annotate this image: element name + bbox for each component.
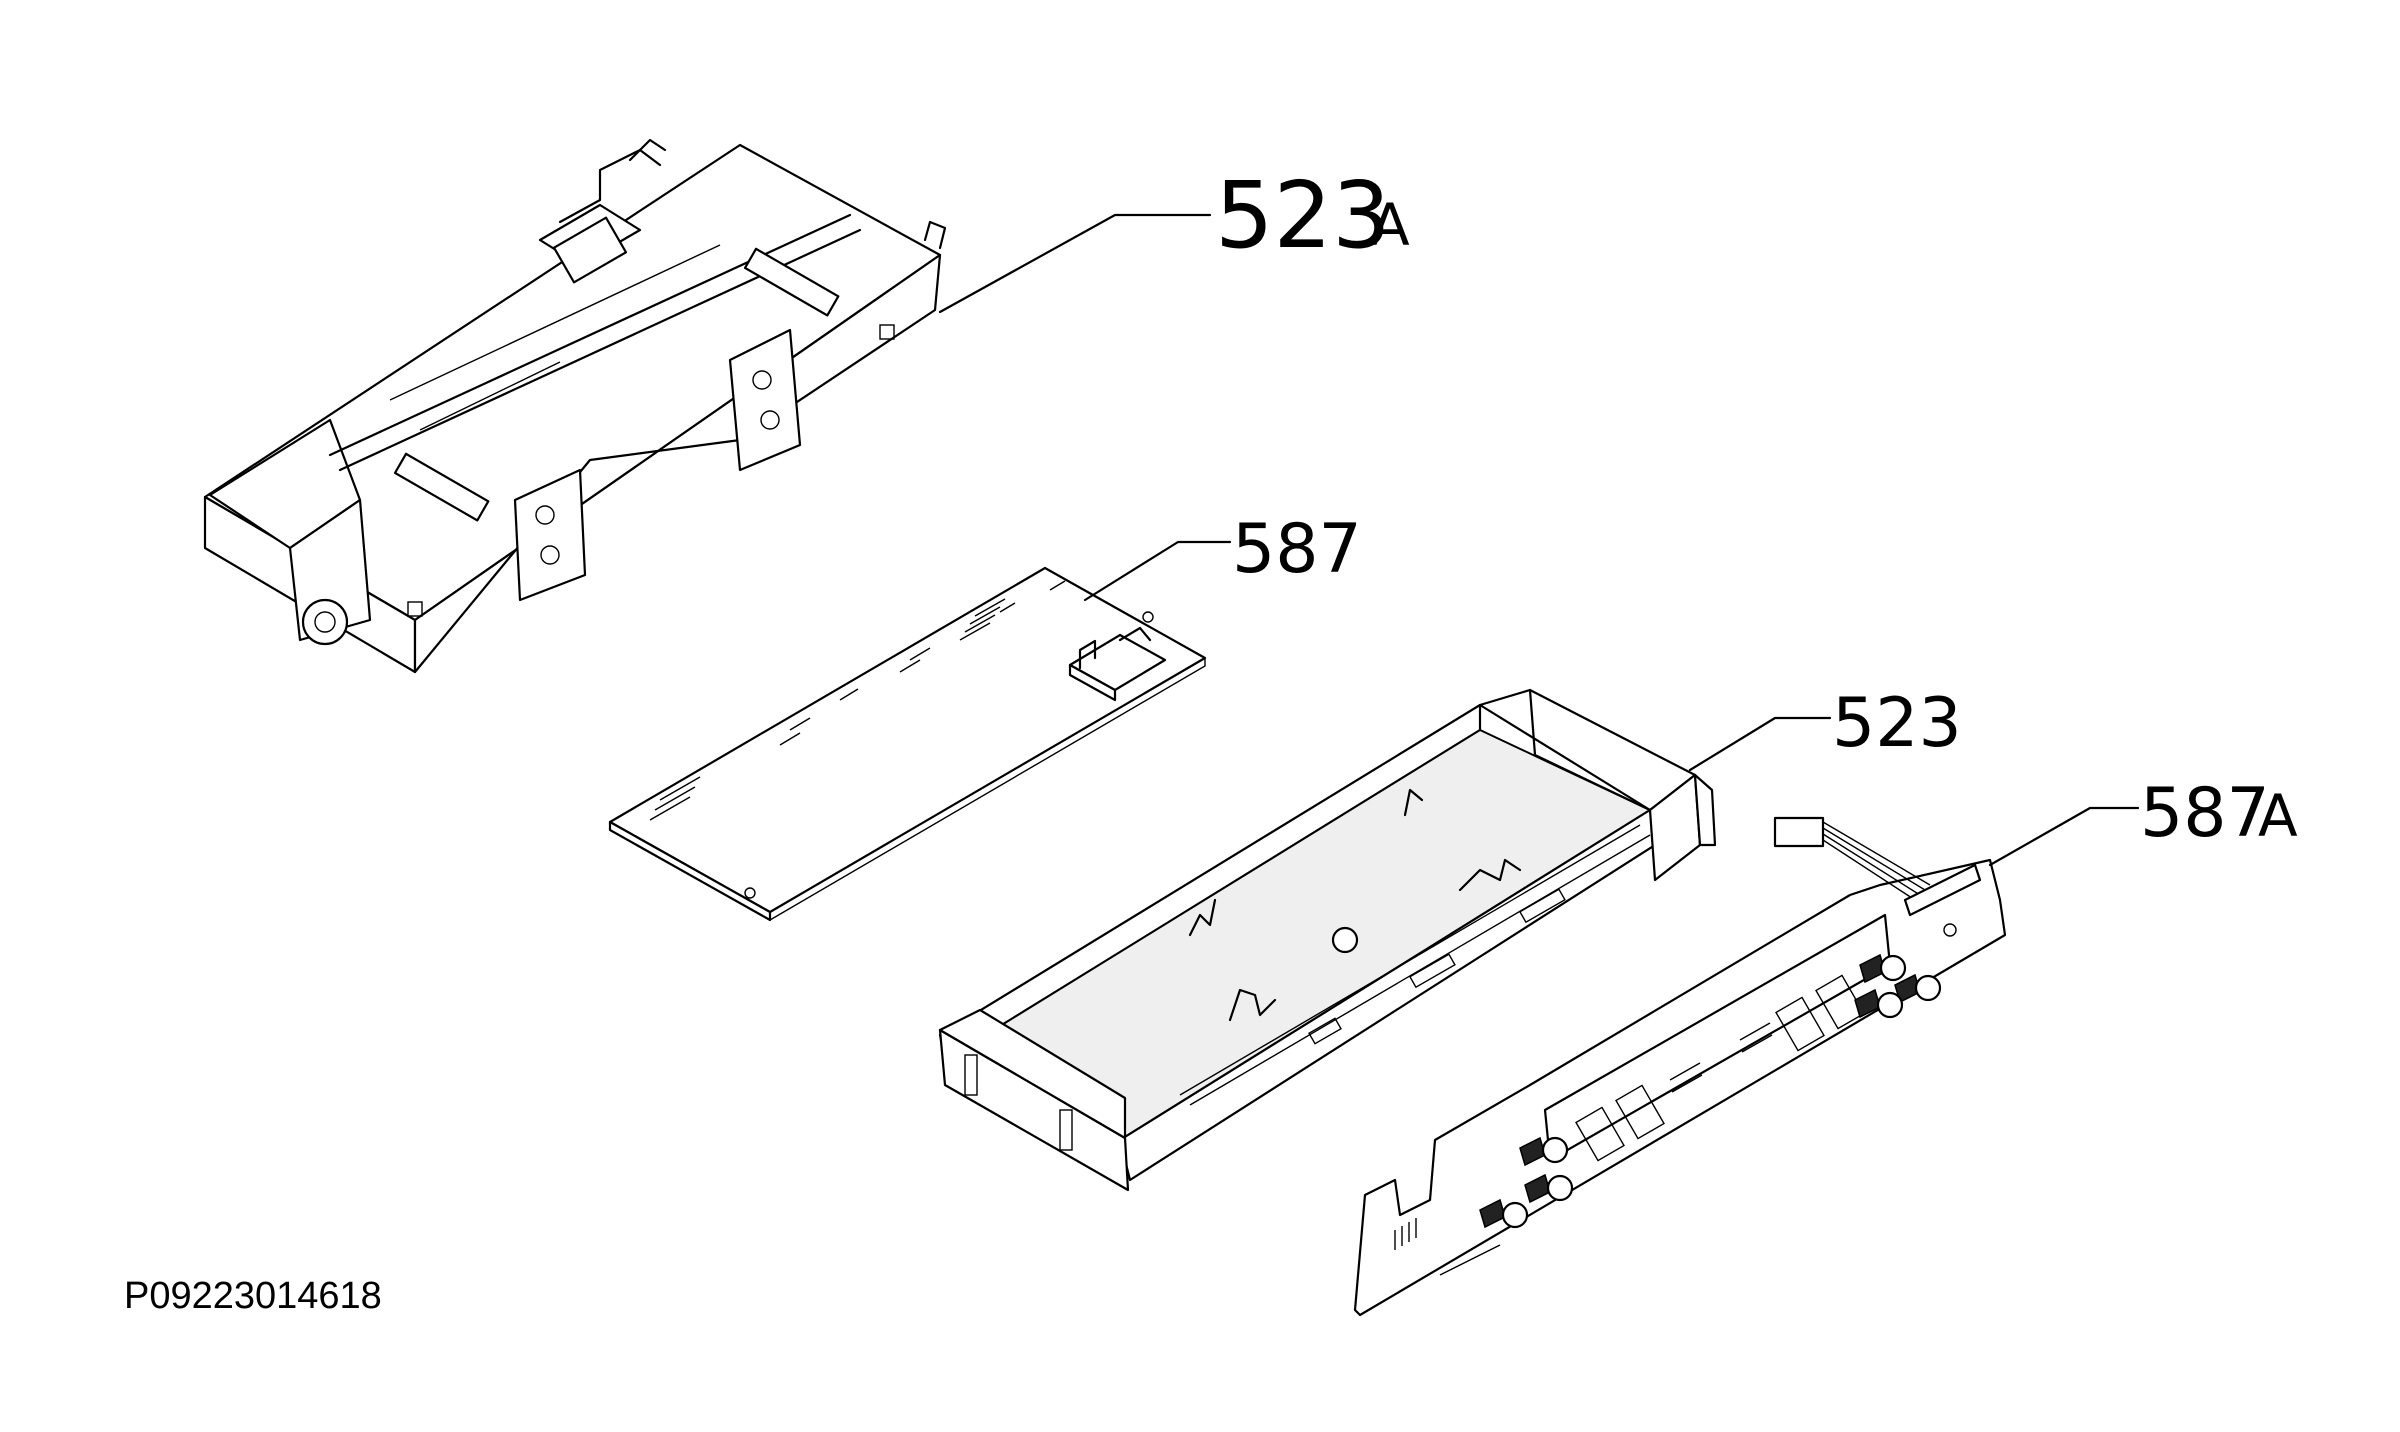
screws-right xyxy=(1854,953,1942,1019)
leader-587a xyxy=(1988,806,2140,867)
leader-587 xyxy=(1083,540,1232,602)
part-587a-display-board xyxy=(1353,816,2007,1317)
callout-587a-number: 587 xyxy=(2140,774,2270,853)
callout-523a-suffix: A xyxy=(1370,191,1410,259)
callout-587-number: 587 xyxy=(1232,510,1362,589)
leader-523 xyxy=(1688,716,1832,772)
leader-523a xyxy=(938,213,1212,314)
part-523-tray xyxy=(938,688,1717,1192)
screws-left xyxy=(1479,1136,1574,1229)
drawing-code: P09223014618 xyxy=(124,1275,382,1317)
part-587-pcb xyxy=(608,566,1207,922)
callout-523a-number: 523 xyxy=(1215,162,1391,269)
callout-523-number: 523 xyxy=(1832,684,1962,763)
part-523a-housing xyxy=(203,138,947,674)
callout-587a-suffix: A xyxy=(2258,782,2298,850)
